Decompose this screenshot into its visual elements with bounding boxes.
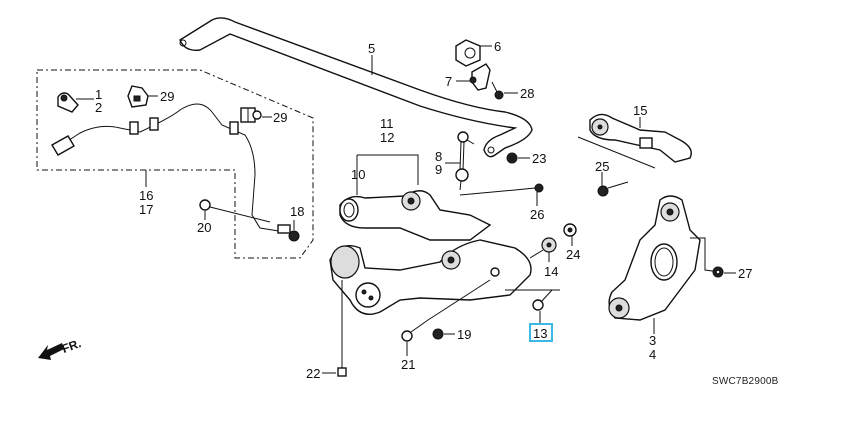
callout-21[interactable]: 21 bbox=[401, 357, 416, 372]
callout-2[interactable]: 2 bbox=[95, 100, 103, 115]
callout-13[interactable]: 13 bbox=[533, 326, 548, 341]
callout-12[interactable]: 12 bbox=[380, 130, 395, 145]
diagram-code: SWC7B2900B bbox=[712, 376, 779, 387]
callout-4[interactable]: 4 bbox=[649, 347, 657, 362]
bolt-26[interactable] bbox=[514, 183, 544, 193]
callout-15[interactable]: 15 bbox=[633, 103, 648, 118]
nut-19[interactable] bbox=[432, 328, 444, 340]
clip-29b[interactable] bbox=[240, 107, 262, 123]
callout-20[interactable]: 20 bbox=[197, 220, 212, 235]
callout-24[interactable]: 24 bbox=[566, 247, 581, 262]
callout-3[interactable]: 3 bbox=[649, 333, 657, 348]
stabilizer-bar[interactable] bbox=[179, 17, 533, 158]
callout-7[interactable]: 7 bbox=[445, 74, 453, 89]
callout-25[interactable]: 25 bbox=[595, 159, 610, 174]
nut-23[interactable] bbox=[506, 152, 518, 164]
harness-group-outline bbox=[36, 69, 314, 259]
callout-8[interactable]: 8 bbox=[435, 149, 443, 164]
leader-21-extent bbox=[427, 279, 491, 321]
bolt-28[interactable] bbox=[491, 81, 504, 100]
leader-26-extent bbox=[459, 189, 516, 196]
callout-18[interactable]: 18 bbox=[290, 204, 305, 219]
knuckle-3-4[interactable] bbox=[608, 195, 701, 321]
holder-7[interactable] bbox=[469, 63, 491, 91]
front-direction-arrow-icon bbox=[38, 343, 64, 360]
callout-1[interactable]: 1 bbox=[95, 87, 103, 102]
bolt-20[interactable] bbox=[199, 199, 271, 223]
callout-17[interactable]: 17 bbox=[139, 202, 154, 217]
callout-29b[interactable]: 29 bbox=[273, 110, 288, 125]
callout-22[interactable]: 22 bbox=[306, 366, 321, 381]
wheel-sensor-harness[interactable] bbox=[51, 103, 291, 234]
callout-5[interactable]: 5 bbox=[368, 41, 376, 56]
highlight-box-13 bbox=[529, 323, 553, 342]
washer-27[interactable] bbox=[712, 266, 724, 278]
callout-27[interactable]: 27 bbox=[738, 266, 753, 281]
leader-14-extent bbox=[529, 249, 544, 259]
bolt-13[interactable] bbox=[532, 289, 553, 311]
callout-16[interactable]: 16 bbox=[139, 188, 154, 203]
callout-29a[interactable]: 29 bbox=[160, 89, 175, 104]
callout-19[interactable]: 19 bbox=[457, 327, 472, 342]
leader-15-extent bbox=[577, 136, 656, 169]
stabilizer-link[interactable] bbox=[455, 131, 475, 191]
callout-23[interactable]: 23 bbox=[532, 151, 547, 166]
upper-arm-10[interactable] bbox=[339, 190, 492, 241]
upper-arm-15[interactable] bbox=[589, 113, 692, 163]
nut-24[interactable] bbox=[563, 223, 577, 237]
callout-9[interactable]: 9 bbox=[435, 162, 443, 177]
bolt-21[interactable] bbox=[401, 319, 429, 342]
nut-18[interactable] bbox=[288, 230, 300, 242]
clip-29a[interactable] bbox=[127, 85, 149, 108]
bolt-22[interactable] bbox=[337, 350, 347, 377]
lower-arm[interactable] bbox=[329, 239, 532, 315]
bushing-6[interactable] bbox=[455, 39, 481, 67]
callout-28[interactable]: 28 bbox=[520, 86, 535, 101]
clip-1-2[interactable] bbox=[57, 92, 79, 113]
callout-6[interactable]: 6 bbox=[494, 39, 502, 54]
callout-26[interactable]: 26 bbox=[530, 207, 545, 222]
bolt-25[interactable] bbox=[597, 181, 629, 197]
leader-10-11-12 bbox=[356, 154, 419, 195]
leader-27-extent bbox=[690, 237, 721, 273]
callout-11[interactable]: 11 bbox=[380, 116, 394, 131]
bushing-14[interactable] bbox=[541, 237, 557, 253]
callout-14[interactable]: 14 bbox=[544, 264, 559, 279]
callout-10[interactable]: 10 bbox=[351, 167, 366, 182]
